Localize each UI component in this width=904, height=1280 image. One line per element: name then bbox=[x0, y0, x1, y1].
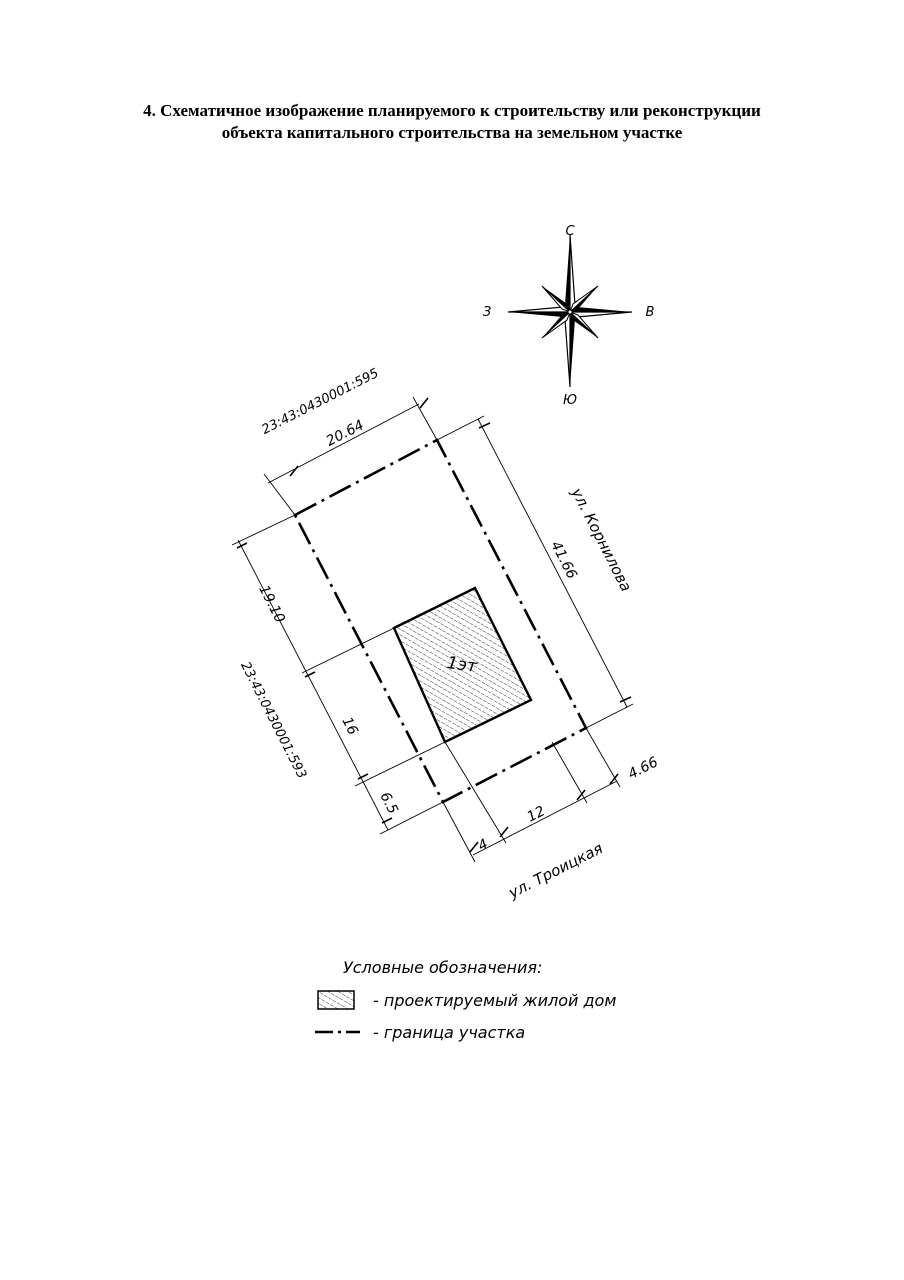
legend-boundary-text: - граница участка bbox=[373, 1023, 525, 1042]
dim-left-middle: 16 bbox=[338, 715, 360, 738]
compass-south-point bbox=[564, 310, 575, 388]
dim-top-width: 20.64 bbox=[324, 417, 367, 449]
compass-label-north: С bbox=[565, 224, 575, 239]
compass-label-west: З bbox=[483, 305, 491, 320]
compass-west-point bbox=[507, 306, 572, 317]
dim-bottom-gap: 4 bbox=[476, 836, 491, 854]
compass-north-point bbox=[565, 234, 576, 314]
dim-left-lower: 6.5 bbox=[376, 790, 400, 817]
legend: Условные обозначения: - проектируемый жи… bbox=[315, 958, 616, 1042]
compass-diagonal-points bbox=[541, 285, 599, 339]
title-line-2: объекта капитального строительства на зе… bbox=[221, 123, 683, 142]
legend-house-swatch bbox=[317, 990, 355, 1010]
street-bottom-label: ул. Троицкая bbox=[505, 839, 606, 902]
compass-label-east: В bbox=[646, 305, 655, 320]
dim-left-upper: 19.10 bbox=[255, 583, 287, 626]
dimension-lines bbox=[231, 396, 634, 863]
cadastral-left-label: 23:43:0430001:593 bbox=[237, 660, 309, 782]
street-right-label: ул. Корнилова bbox=[567, 484, 635, 594]
legend-house-text: - проектируемый жилой дом bbox=[373, 991, 616, 1010]
dim-bottom-house: 12 bbox=[525, 803, 548, 825]
legend-heading: Условные обозначения: bbox=[343, 958, 542, 977]
document-title: 4. Схематичное изображение планируемого … bbox=[0, 100, 904, 144]
building-label: 1эт bbox=[446, 653, 480, 677]
dim-bottom-right: 4.66 bbox=[626, 754, 661, 782]
compass-rose bbox=[507, 234, 633, 388]
title-line-1: 4. Схематичное изображение планируемого … bbox=[143, 101, 761, 120]
dim-right-length: 41.66 bbox=[547, 539, 579, 582]
compass-east-point bbox=[568, 307, 633, 318]
compass-label-south: Ю bbox=[563, 393, 577, 408]
dimension-ticks bbox=[236, 397, 632, 853]
planned-house bbox=[392, 586, 533, 744]
